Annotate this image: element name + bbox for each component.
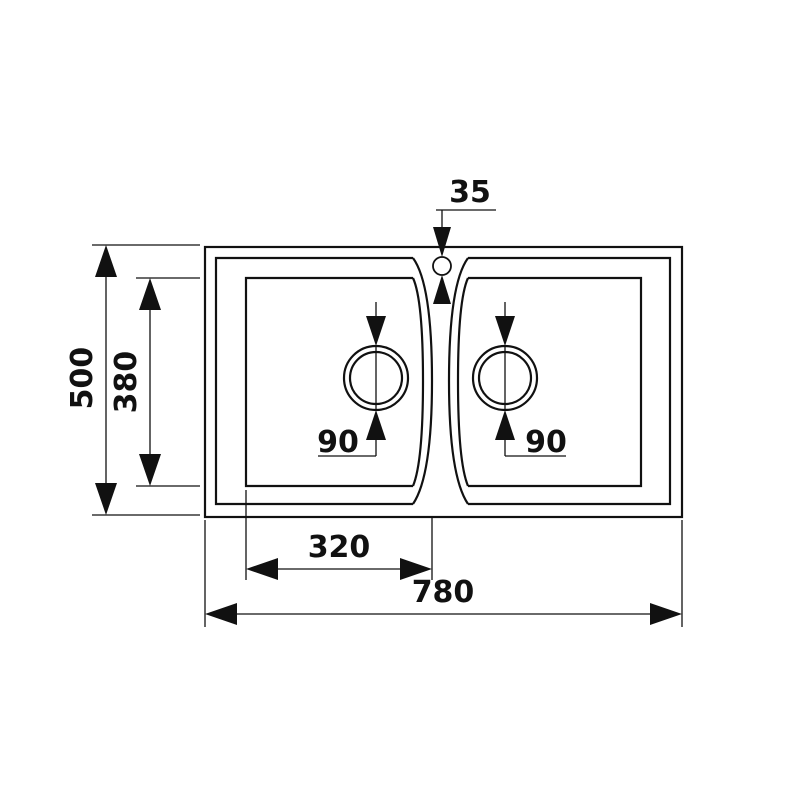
arrow-380-top <box>139 278 161 310</box>
label-overall-depth-500: 500 <box>65 347 100 410</box>
left-bowl-curve-outer <box>412 257 434 505</box>
arrow-left-drain-top <box>366 316 386 346</box>
arrow-320-right <box>400 558 432 580</box>
label-overall-width-780: 780 <box>412 575 475 610</box>
rim-line-left <box>214 256 413 506</box>
arrow-500-top <box>95 245 117 277</box>
left-bowl-basin <box>244 276 413 488</box>
arrow-780-left <box>205 603 237 625</box>
arrow-500-bottom <box>95 483 117 515</box>
arrow-right-drain-bottom <box>495 410 515 440</box>
rim-line-right <box>468 256 672 506</box>
arrow-380-bottom <box>139 454 161 486</box>
tap-hole <box>432 256 452 276</box>
left-bowl-curve-inner <box>411 277 425 487</box>
label-bowl-depth-380: 380 <box>109 351 144 414</box>
right-bowl-basin <box>468 276 643 488</box>
arrow-780-right <box>650 603 682 625</box>
arrow-35-bottom <box>433 275 451 304</box>
label-left-drain-90: 90 <box>317 425 359 460</box>
label-right-drain-90: 90 <box>525 425 567 460</box>
right-bowl-curve-outer <box>447 257 469 505</box>
arrowheads <box>95 227 682 625</box>
right-bowl <box>447 257 643 505</box>
arrow-35-top <box>433 227 451 257</box>
extension-lines <box>92 209 683 627</box>
arrow-right-drain-top <box>495 316 515 346</box>
right-bowl-curve-inner <box>456 277 470 487</box>
label-tap-hole-35: 35 <box>449 175 491 210</box>
arrow-left-drain-bottom <box>366 410 386 440</box>
left-bowl <box>244 257 434 505</box>
arrow-320-left <box>246 558 278 580</box>
label-bowl-width-320: 320 <box>308 530 371 565</box>
